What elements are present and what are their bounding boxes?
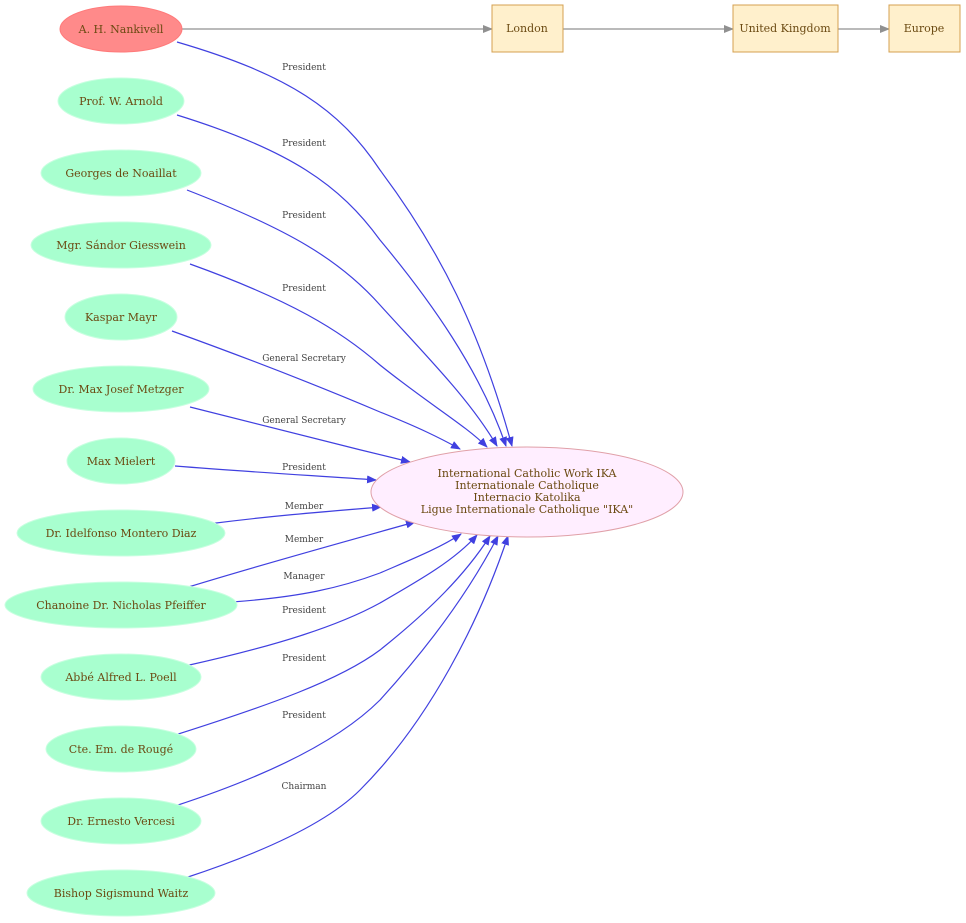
node-label: Mgr. Sándor Giesswein	[56, 239, 186, 252]
person-node-nankivell[interactable]: A. H. Nankivell	[59, 5, 183, 53]
edge-label: President	[282, 211, 326, 221]
edge-mayr	[171, 330, 461, 450]
node-label: Cte. Em. de Rougé	[69, 743, 173, 756]
edge-label: President	[282, 654, 326, 664]
node-label: Abbé Alfred L. Poell	[64, 671, 177, 684]
edge-label: Member	[285, 502, 324, 512]
edge-poell	[184, 534, 478, 667]
edge-label: Chairman	[282, 782, 327, 792]
edge-nankivell	[176, 41, 514, 447]
edge-giesswein	[189, 263, 488, 448]
edge-metzger	[189, 406, 411, 464]
edge-arnold	[176, 114, 507, 447]
node-label: Kaspar Mayr	[85, 311, 158, 324]
person-node-noaillat[interactable]: Georges de Noaillat	[40, 149, 202, 197]
edge-label: General Secretary	[262, 354, 346, 364]
edge-vercesi	[174, 535, 499, 807]
node-label: Max Mielert	[87, 455, 156, 468]
organization-node-ika[interactable]: International Catholic Work IKA Internat…	[370, 446, 684, 538]
node-label: Dr. Idelfonso Montero Diaz	[46, 527, 197, 540]
node-label: Dr. Max Josef Metzger	[59, 383, 185, 396]
edge-montero	[207, 503, 382, 525]
place-node-europe[interactable]: Europe	[888, 4, 961, 53]
person-node-pfeiffer[interactable]: Chanoine Dr. Nicholas Pfeiffer	[4, 581, 238, 629]
organization-name-line: Internacio Katolika	[473, 491, 581, 504]
place-node-united-kingdom[interactable]: United Kingdom	[732, 4, 839, 53]
person-node-montero[interactable]: Dr. Idelfonso Montero Diaz	[16, 509, 226, 557]
organization-name-line: Ligue Internationale Catholique "IKA"	[421, 503, 633, 516]
node-label: Chanoine Dr. Nicholas Pfeiffer	[36, 599, 206, 612]
place-node-london[interactable]: London	[491, 4, 564, 53]
edge-label: President	[282, 284, 326, 294]
person-node-mayr[interactable]: Kaspar Mayr	[64, 293, 178, 341]
node-label: Dr. Ernesto Vercesi	[67, 815, 175, 828]
person-node-giesswein[interactable]: Mgr. Sándor Giesswein	[30, 221, 212, 269]
edge-rouge	[171, 535, 491, 737]
edge-pfeiffer-member	[184, 520, 416, 589]
edge-label: Member	[285, 535, 324, 545]
person-node-poell[interactable]: Abbé Alfred L. Poell	[40, 653, 202, 701]
node-label: London	[506, 22, 548, 35]
node-label: A. H. Nankivell	[78, 23, 164, 36]
edge-label: President	[282, 606, 326, 616]
node-label: Europe	[904, 22, 945, 35]
node-label: Bishop Sigismund Waitz	[54, 887, 189, 900]
person-node-waitz[interactable]: Bishop Sigismund Waitz	[26, 869, 216, 917]
person-node-arnold[interactable]: Prof. W. Arnold	[57, 77, 185, 125]
edge-label: Manager	[283, 572, 325, 582]
person-node-rouge[interactable]: Cte. Em. de Rougé	[45, 725, 197, 773]
node-label: Prof. W. Arnold	[79, 95, 163, 108]
edge-pfeiffer-manager	[231, 533, 462, 603]
edge-label: President	[282, 63, 326, 73]
edge-label: President	[282, 463, 326, 473]
node-label: Georges de Noaillat	[65, 167, 177, 180]
node-label: United Kingdom	[739, 22, 831, 35]
organization-name-line: International Catholic Work IKA	[438, 467, 618, 480]
edge-mielert	[174, 465, 377, 484]
person-node-metzger[interactable]: Dr. Max Josef Metzger	[32, 365, 210, 413]
organization-name-line: Internationale Catholique	[455, 479, 599, 492]
edge-label: President	[282, 139, 326, 149]
edge-labels: President President President President …	[262, 63, 346, 792]
edge-waitz	[184, 535, 509, 879]
edge-label: President	[282, 711, 326, 721]
role-edges	[171, 41, 514, 879]
edge-noaillat	[186, 189, 498, 447]
person-node-vercesi[interactable]: Dr. Ernesto Vercesi	[40, 797, 202, 845]
edge-label: General Secretary	[262, 416, 346, 426]
person-node-mielert[interactable]: Max Mielert	[66, 437, 176, 485]
